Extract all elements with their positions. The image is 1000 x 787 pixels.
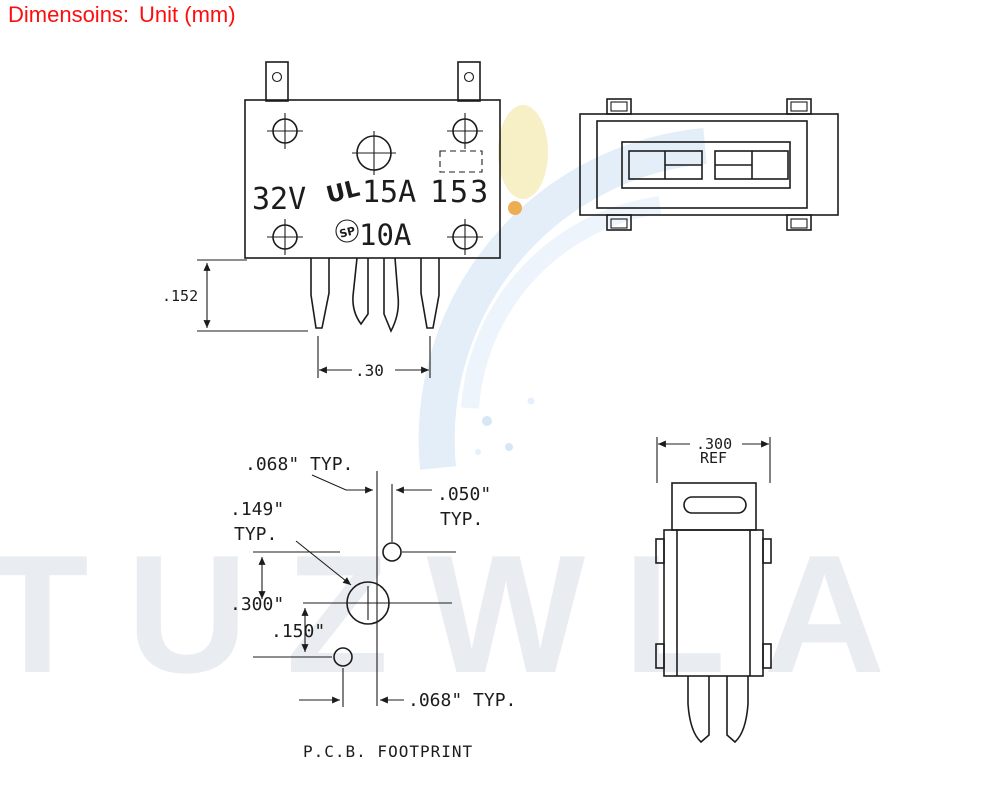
blade-pin-left <box>310 258 330 329</box>
footprint-caption: P.C.B. FOOTPRINT <box>303 742 473 761</box>
top-side-view <box>579 98 839 231</box>
title-label: Dimensoins: <box>8 2 130 27</box>
sp-mark: SP <box>338 224 357 240</box>
dim-row-top-label: .300" <box>230 594 284 615</box>
snap-prong-left <box>687 676 710 744</box>
dim-pin-height-label: .152 <box>162 287 198 305</box>
blade-pin-right <box>420 258 440 329</box>
dim-row-bottom-label: .150" <box>271 621 325 642</box>
current-top-label: 15A <box>362 175 416 210</box>
mounting-hole-bottom-left <box>267 219 303 255</box>
cap-slot <box>683 496 747 514</box>
svg-text:UL: UL <box>324 176 363 209</box>
pcb-footprint: .068" TYP. .149" TYP. .050" TYP. .300" .… <box>230 454 516 761</box>
footprint-centerlines <box>253 471 456 707</box>
fuse-cavity <box>621 141 791 189</box>
footprint-center-hole <box>346 581 390 625</box>
side-body <box>579 113 839 216</box>
mounting-hole-top-left <box>267 113 303 149</box>
front-view-dimensions: .152 .30 <box>162 259 431 380</box>
footprint-top-hole <box>382 542 402 562</box>
ul-mark: UL <box>324 176 363 209</box>
center-hole <box>352 131 396 175</box>
bottom-side-dimension: .300 REF <box>656 435 771 483</box>
mounting-hole-bottom-right <box>447 219 483 255</box>
tab-hole-left <box>271 71 283 83</box>
part-code-label: 153 <box>430 175 490 210</box>
mount-tab-left <box>265 61 289 102</box>
voltage-label: 32V <box>252 182 306 217</box>
dim-bottom-label: .068" TYP. <box>408 690 516 711</box>
svg-text:SP: SP <box>338 224 357 240</box>
mount-tab-right <box>457 61 481 102</box>
dim-pin-spacing-label: .30 <box>355 361 384 380</box>
dim-top-label: .068" TYP. <box>245 454 353 475</box>
mounting-hole-top-right <box>447 113 483 149</box>
dim-hole-label-1: .149" <box>230 499 284 520</box>
sp-mark-circle <box>335 219 359 243</box>
dim-offset-label-1: .050" <box>437 484 491 505</box>
latch-prong-left <box>352 257 369 326</box>
snap-prong-right <box>726 676 749 744</box>
latch-prong-right <box>383 257 400 333</box>
page-title: Dimensoins: Unit (mm) <box>8 2 236 28</box>
current-bottom-label: 10A <box>359 218 411 252</box>
title-unit: Unit (mm) <box>139 2 236 27</box>
dim-offset-label-2: TYP. <box>440 509 483 530</box>
tab-hole-right <box>463 71 475 83</box>
footprint-bottom-hole <box>333 647 353 667</box>
front-view: 32V UL 15A 153 SP 10A <box>244 61 501 333</box>
dim-hole-label-2: TYP. <box>234 524 277 545</box>
bottom-side-view: .300 REF <box>655 435 772 744</box>
footprint-dimension-lines <box>258 474 432 704</box>
marking-window <box>439 150 483 173</box>
dim-ref-label: REF <box>700 449 727 467</box>
body-section <box>663 529 764 677</box>
